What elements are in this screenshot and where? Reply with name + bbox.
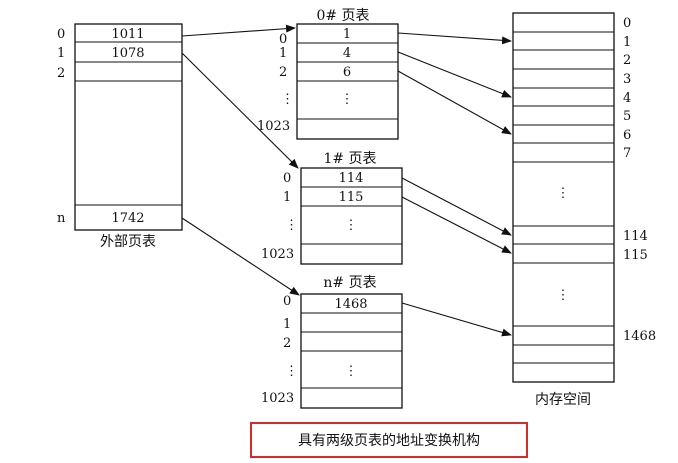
pt1-ellipsis: ⋮	[345, 218, 358, 233]
memory-label-3: 3	[623, 72, 631, 87]
arrow-pt1-114-to-mem114	[401, 177, 512, 236]
figure-caption-box: 具有两级页表的地址变换机构	[250, 422, 528, 458]
arrow-ptn-1468-to-mem1468	[401, 302, 512, 337]
outer-row-label-0: 0	[57, 27, 65, 42]
ptn-row-label-dots: ⋮	[285, 364, 298, 379]
figure-caption: 具有两级页表的地址变换机构	[298, 432, 480, 449]
pt1-entry-0-value: 114	[339, 171, 364, 186]
outer-entry-n-value: 1742	[111, 211, 144, 226]
outer-row-label-2: 2	[57, 66, 65, 81]
pt0-row-label-dots: ⋮	[281, 92, 294, 107]
memory-label-2: 2	[623, 53, 631, 68]
arrow-outerN-to-ptn	[181, 217, 300, 296]
pt1-row-label-0: 0	[283, 171, 291, 186]
pt1-entry-1-value: 115	[339, 190, 364, 205]
outer-row-label-n: n	[57, 211, 66, 226]
mapping-arrows	[181, 24, 512, 337]
memory-space: ⋮ ⋮	[512, 12, 615, 383]
memory-label-1468: 1468	[623, 329, 656, 344]
pt0-row-label-2: 2	[279, 65, 287, 80]
arrow-pt0-6-to-mem6	[397, 70, 512, 135]
page-table-1-title: 1# 页表	[323, 151, 376, 167]
arrow-pt0-4-to-mem4	[397, 51, 512, 98]
arrow-pt0-1-to-mem1	[397, 32, 512, 45]
ptn-row-label-1023: 1023	[261, 391, 294, 406]
outer-page-table: 1011 1078 1742	[74, 23, 183, 231]
ptn-row-label-0: 0	[283, 294, 291, 309]
outer-entry-1-value: 1078	[111, 46, 144, 61]
page-table-1: 114 115 ⋮	[300, 167, 403, 265]
arrow-outer1-to-pt1	[181, 52, 299, 169]
page-table-0-title: 0# 页表	[316, 8, 369, 24]
pt0-entry-1-value: 4	[343, 46, 351, 61]
pt1-row-label-1023: 1023	[261, 247, 294, 262]
outer-entry-0-value: 1011	[111, 27, 144, 42]
pt0-ellipsis: ⋮	[341, 92, 354, 107]
memory-label-6: 6	[623, 128, 631, 143]
memory-label-0: 0	[623, 16, 631, 31]
pt0-entry-2-value: 6	[343, 65, 351, 80]
ptn-entry-0-value: 1468	[334, 297, 367, 312]
memory-label-1: 1	[623, 35, 631, 50]
pt1-row-label-dots: ⋮	[285, 218, 298, 233]
memory-caption: 内存空间	[535, 392, 591, 408]
ptn-row-label-1: 1	[283, 317, 291, 332]
pt0-row-label-0: 0	[279, 32, 287, 47]
outer-table-caption: 外部页表	[100, 234, 156, 250]
memory-ellipsis-2: ⋮	[557, 288, 570, 303]
memory-label-114: 114	[623, 229, 648, 244]
pt0-row-label-1023: 1023	[257, 119, 290, 134]
memory-label-7: 7	[623, 146, 631, 161]
ptn-row-label-2: 2	[283, 336, 291, 351]
outer-row-label-1: 1	[57, 46, 65, 61]
page-table-0: 1 4 6 ⋮	[296, 23, 399, 140]
arrow-outer0-to-pt0	[181, 24, 296, 37]
page-table-n-title: n# 页表	[323, 275, 376, 291]
memory-label-4: 4	[623, 91, 631, 106]
ptn-ellipsis: ⋮	[345, 364, 358, 379]
page-table-n: 1468 ⋮	[300, 293, 403, 409]
arrow-pt1-115-to-mem115	[401, 196, 512, 254]
memory-label-5: 5	[623, 109, 631, 124]
pt0-entry-0-value: 1	[343, 27, 351, 42]
pt1-row-label-1: 1	[283, 190, 291, 205]
memory-ellipsis-1: ⋮	[557, 186, 570, 201]
pt0-row-label-1: 1	[279, 46, 287, 61]
memory-label-115: 115	[623, 248, 648, 263]
